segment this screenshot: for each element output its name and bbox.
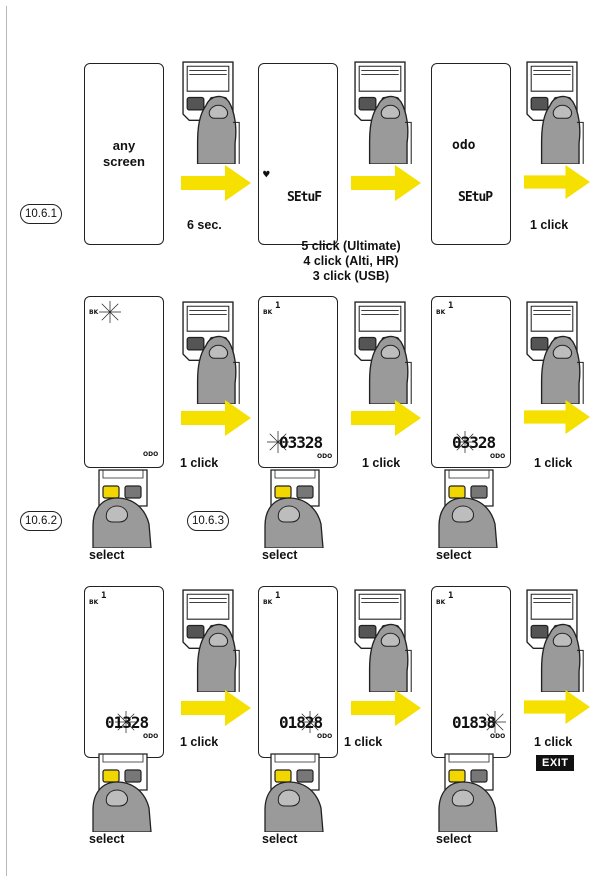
page-frame (6, 6, 608, 876)
hand-press-right-icon (520, 588, 584, 692)
click-label: 1 click (534, 735, 573, 749)
bike-number: 1 (275, 591, 281, 601)
odo-value: 01828 (279, 713, 323, 732)
device-screen-odo-digit1: BK 1 03328 ODO (258, 296, 338, 468)
arrow-right-icon (350, 400, 422, 436)
arrow-right-icon (524, 165, 590, 199)
click-label: 1 click (362, 456, 401, 470)
click-label: 1 click (344, 735, 383, 749)
odo-label: ODO (317, 453, 333, 460)
device-screen-odo-digit5: BK 1 01838 ODO (431, 586, 511, 758)
hand-press-left-icon (260, 752, 332, 832)
hand-press-right-icon (348, 60, 412, 164)
hand-press-left-icon (88, 468, 160, 548)
step-badge-10-6-1: 10.6.1 (20, 204, 62, 224)
device-screen-setup-f: ♥ SEtuF (258, 63, 338, 245)
odo-value: 01328 (105, 713, 149, 732)
odo-label: ODO (143, 733, 159, 740)
hand-press-left-icon (88, 752, 160, 832)
click-label: 1 click (180, 456, 219, 470)
arrow-right-icon (350, 690, 422, 726)
step-badge-10-6-2: 10.6.2 (20, 511, 62, 531)
odo-label: ODO (490, 453, 506, 460)
bk-label: BK (89, 309, 99, 316)
heart-icon: ♥ (263, 168, 270, 181)
odo-value: 01838 (452, 713, 496, 732)
odo-label: ODO (143, 451, 159, 458)
arrow-right-icon (180, 690, 252, 726)
arrow-right-icon (180, 400, 252, 436)
screen-text-screen: screen (103, 154, 145, 169)
hand-press-left-icon (434, 752, 506, 832)
bk-label: BK (263, 309, 273, 316)
bike-number: 1 (448, 301, 454, 311)
hand-press-right-icon (176, 588, 240, 692)
screen-text-any: any (112, 138, 136, 153)
hold-time-label: 6 sec. (187, 218, 222, 232)
bk-label: BK (436, 309, 446, 316)
step-badge-10-6-3: 10.6.3 (187, 511, 229, 531)
device-screen-bk-flash: BK ODO (84, 296, 164, 468)
odo-label: ODO (317, 733, 333, 740)
bk-label: BK (436, 599, 446, 606)
device-screen-setup-odo: odo SEtuP (431, 63, 511, 245)
select-label: select (89, 832, 125, 846)
select-label: select (436, 832, 472, 846)
flash-burst-icon (99, 301, 121, 323)
hand-press-right-icon (176, 300, 240, 404)
arrow-right-icon (180, 165, 252, 201)
bike-number: 1 (448, 591, 454, 601)
bike-number: 1 (275, 301, 281, 311)
odo-value: 03328 (279, 433, 323, 452)
lcd-bottom-text: SEtuP (458, 190, 493, 205)
select-label: select (262, 832, 298, 846)
hand-press-right-icon (348, 588, 412, 692)
click-label: 1 click (530, 218, 569, 232)
bk-label: BK (263, 599, 273, 606)
device-screen-odo-digit4: BK 1 01828 ODO (258, 586, 338, 758)
arrow-right-icon (524, 400, 590, 434)
hand-press-right-icon (520, 60, 584, 164)
hand-press-right-icon (520, 300, 584, 404)
odo-value: 03328 (452, 433, 496, 452)
hand-press-right-icon (348, 300, 412, 404)
clicks-note-1: 5 click (Ultimate) (301, 239, 401, 253)
lcd-top-text: odo (452, 138, 476, 153)
click-label: 1 click (180, 735, 219, 749)
exit-badge: EXIT (536, 755, 575, 771)
select-label: select (89, 548, 125, 562)
device-screen-odo-digit2: BK 1 03328 ODO (431, 296, 511, 468)
bk-label: BK (89, 599, 99, 606)
select-label: select (436, 548, 472, 562)
clicks-note-3: 3 click (USB) (312, 269, 390, 283)
device-screen-odo-digit3: BK 1 01328 ODO (84, 586, 164, 758)
odo-label: ODO (490, 733, 506, 740)
device-screen-any: any screen (84, 63, 164, 245)
bike-number: 1 (101, 591, 107, 601)
lcd-bottom-text: SEtuF (287, 190, 322, 205)
clicks-note-2: 4 click (Alti, HR) (303, 254, 399, 268)
hand-press-left-icon (434, 468, 506, 548)
arrow-right-icon (524, 690, 590, 724)
click-label: 1 click (534, 456, 573, 470)
arrow-right-icon (350, 165, 422, 201)
hand-press-left-icon (260, 468, 332, 548)
hand-press-right-icon (176, 60, 240, 164)
select-label: select (262, 548, 298, 562)
